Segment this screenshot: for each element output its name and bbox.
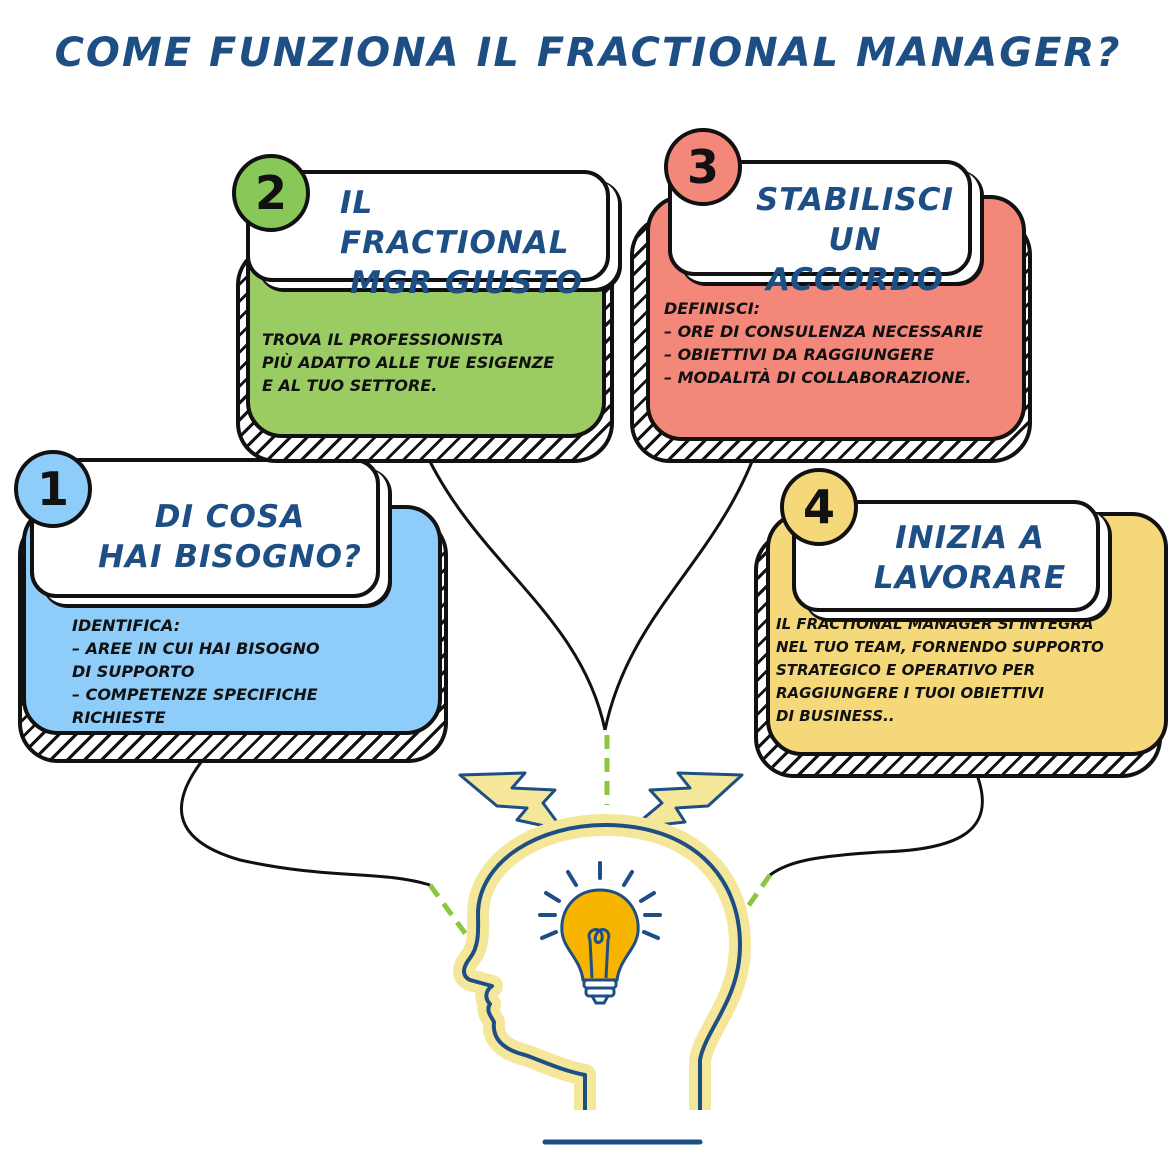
step-title-line2: Mgr giusto <box>350 265 583 301</box>
connector-step1 <box>179 733 431 887</box>
step-title-line1: Il Fractional <box>340 185 570 261</box>
step-title: Il Fractional Mgr giusto <box>340 183 610 303</box>
step-description: Identifica: – aree in cui hai bisogno di… <box>72 616 320 727</box>
step-title: Inizia a lavorare <box>850 518 1090 598</box>
lightning-bolt-icon <box>630 771 744 830</box>
step-description: Definisci: – ore di consulenza necessari… <box>664 299 984 387</box>
step-title-line1: Stabilisci <box>755 182 955 218</box>
step-title-line2: lavorare <box>873 560 1067 596</box>
card-header <box>246 170 610 282</box>
connector-step4 <box>769 769 984 877</box>
page-title: Come funziona il Fractional Manager? <box>54 30 1122 76</box>
lightbulb-icon <box>538 861 662 1005</box>
step-title: Stabilisci un accordo <box>740 180 970 300</box>
step-description: Il Fractional Manager si integra nel tuo… <box>776 615 1104 725</box>
step-title: Di cosa hai bisogno? <box>80 497 380 577</box>
connector-dash-left <box>427 883 473 942</box>
step-number-badge: 3 <box>664 128 742 206</box>
step-title-line1: Inizia a <box>895 520 1045 556</box>
step-description: Trova il professionista più adatto alle … <box>262 330 555 395</box>
lightning-bolt-icon <box>458 771 565 832</box>
step-number-badge: 2 <box>232 154 310 232</box>
step-title-line2: un accordo <box>766 222 944 298</box>
step-number-badge: 4 <box>780 468 858 546</box>
step-title-line2: hai bisogno? <box>98 539 362 575</box>
step-number-badge: 1 <box>14 450 92 528</box>
connector-step3 <box>603 439 762 731</box>
step-title-line1: Di cosa <box>154 499 306 535</box>
connector-dash-right <box>725 873 773 937</box>
connector-step2 <box>418 439 607 731</box>
